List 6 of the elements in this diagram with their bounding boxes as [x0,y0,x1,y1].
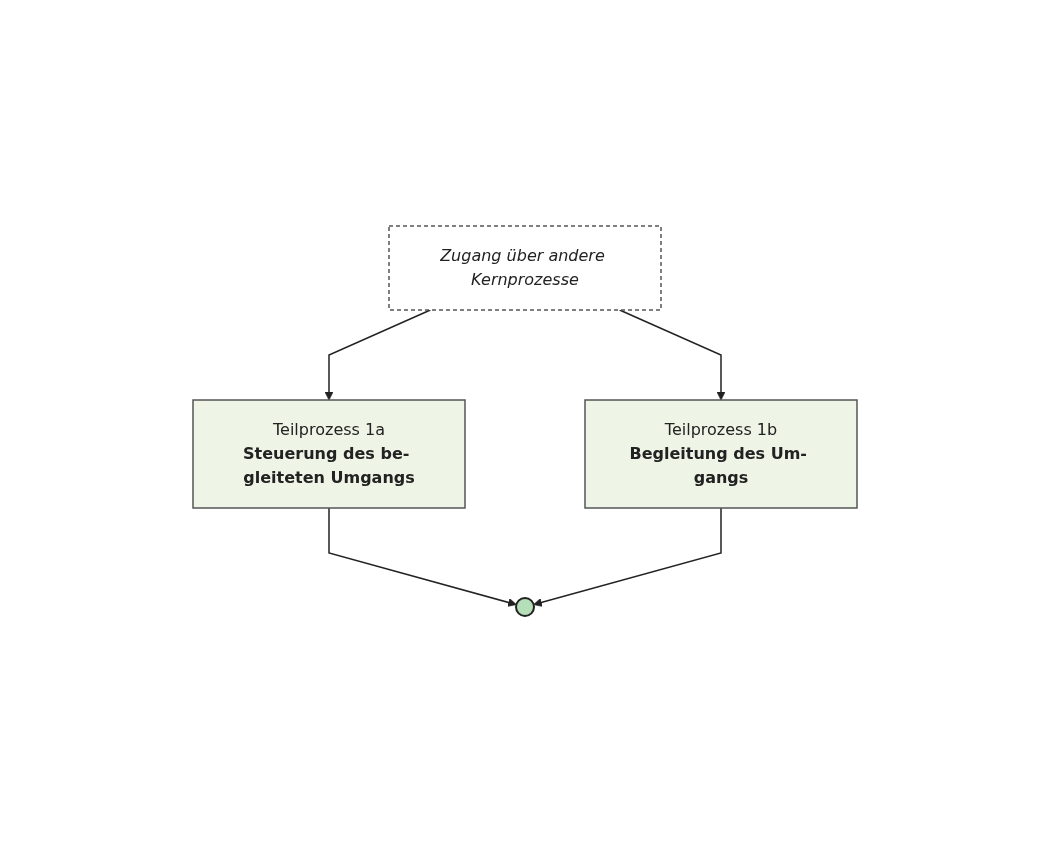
node-box: Teilprozess 1b Begleitung des Um- gangs [584,399,858,509]
arrow [328,507,517,607]
arrow [533,507,722,607]
node-box: Teilprozess 1a Steuerung des be- gleiteten Umgangs [192,399,466,509]
node-circle [515,597,535,617]
node-box: Zugang über andere Kernprozesse [388,225,662,311]
